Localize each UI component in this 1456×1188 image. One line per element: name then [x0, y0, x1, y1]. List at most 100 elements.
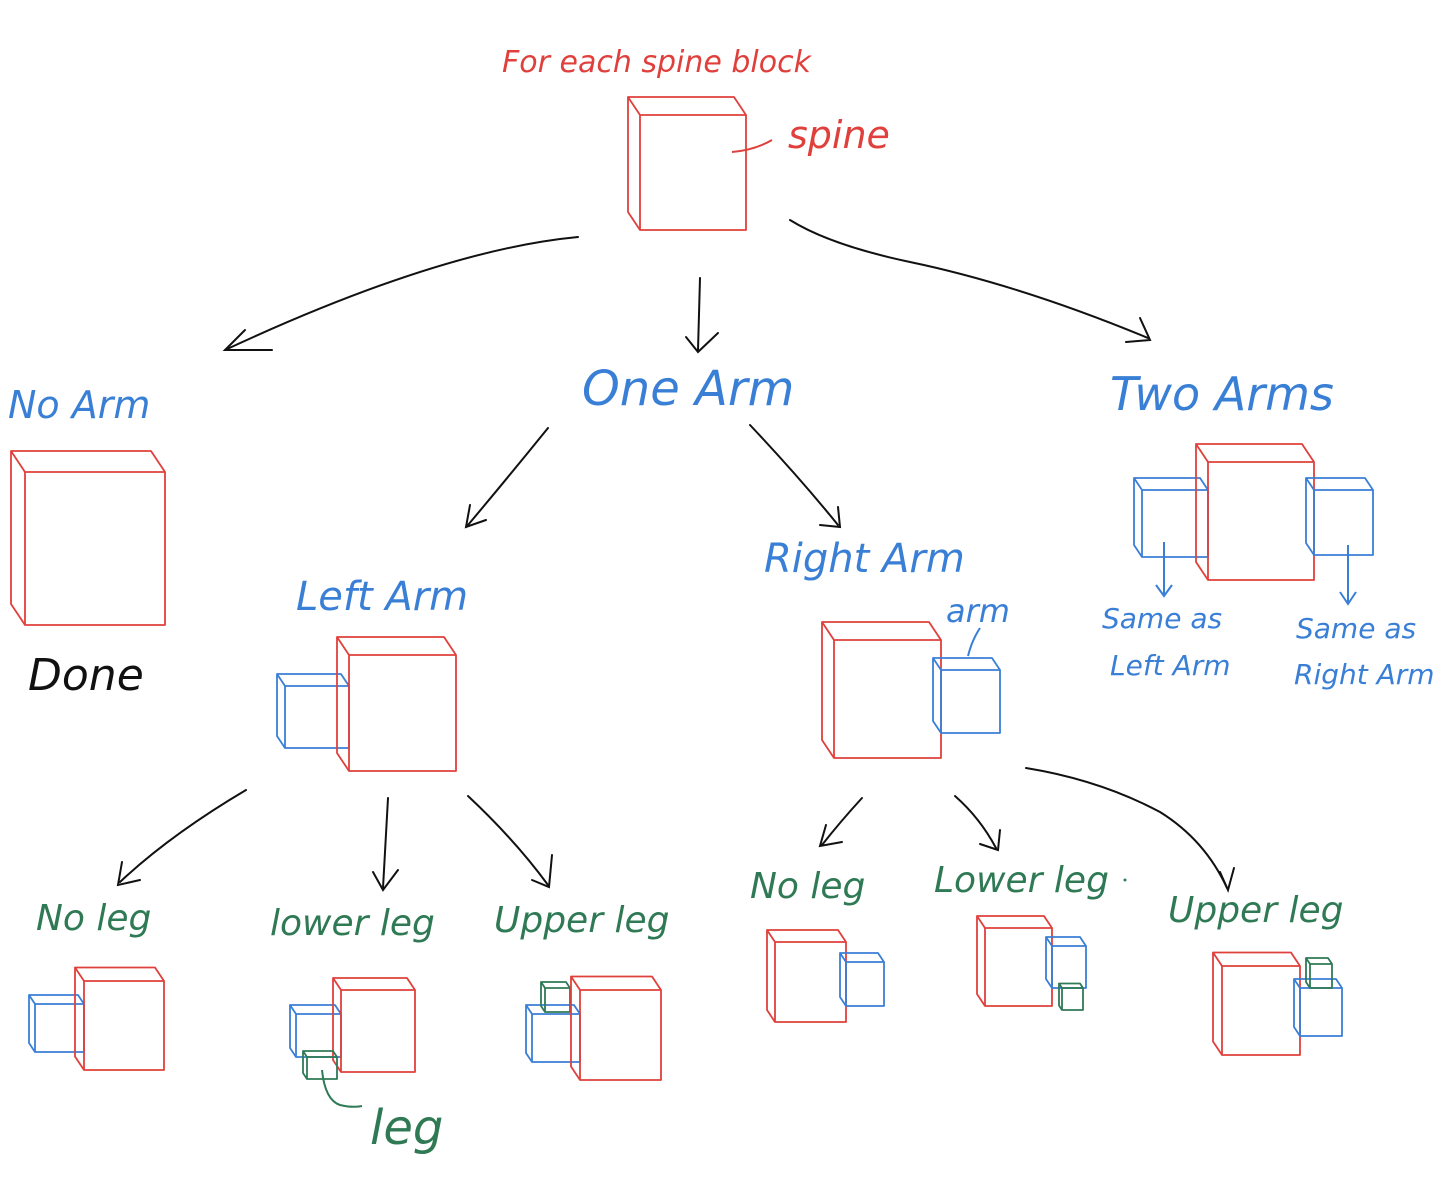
cube-front-face [306, 1056, 338, 1080]
left-no-leg-spine-block [74, 966, 165, 1071]
cube-front-face [1141, 489, 1209, 558]
left-lower-leg-leg-block [302, 1050, 338, 1080]
cube-front-face [579, 989, 662, 1081]
cube-back-edges [276, 673, 350, 749]
cube-back-edges [1133, 477, 1209, 558]
left-lower-leg-label: lower leg [270, 903, 435, 944]
cube-back-edges [525, 1004, 581, 1063]
right-upper-leg-leg-block [1305, 957, 1333, 989]
one-arm-label: One Arm [582, 361, 794, 417]
cube-back-edges [10, 450, 166, 626]
cube-front-face [984, 927, 1053, 1007]
cube-back-edges [332, 977, 416, 1073]
cube-front-face [340, 989, 416, 1073]
right-arm-spine-block [821, 621, 942, 759]
right-lower-leg-leg-block [1058, 982, 1084, 1011]
cube-front-face [845, 961, 885, 1007]
cube-front-face [940, 669, 1001, 734]
right-no-leg-spine-block [766, 929, 847, 1023]
left-no-leg-label: No leg [36, 898, 151, 939]
cube-back-edges [766, 929, 847, 1023]
cube-back-edges [289, 1004, 342, 1058]
cube-back-edges [1058, 982, 1084, 1011]
arm-label: arm [946, 592, 1010, 630]
cube-front-face [348, 654, 457, 772]
diagram-title: For each spine block [502, 45, 813, 80]
cube-back-edges [1305, 477, 1374, 556]
cube-front-face [1051, 945, 1087, 989]
right-arm-label: Right Arm [764, 536, 965, 582]
arrow-to-left-lower-leg [372, 797, 399, 892]
cube-front-face [1061, 987, 1084, 1011]
two-arms-label: Two Arms [1110, 367, 1334, 421]
arrow-to-left-arm [464, 427, 549, 529]
right-lower-leg-spine-block [976, 915, 1053, 1007]
cube-front-face [24, 471, 166, 626]
cube-back-edges [1212, 951, 1301, 1056]
arrow-to-no-arm [222, 236, 579, 351]
arrow-to-right-arm [749, 424, 842, 529]
left-upper-leg-label: Upper leg [494, 900, 669, 941]
left-arm-arm-block [276, 673, 350, 749]
cube-front-face [1309, 963, 1333, 989]
right-upper-leg-spine-block [1212, 951, 1301, 1056]
arm-pointer [967, 627, 981, 657]
right-lower-leg-arm-block [1045, 936, 1087, 989]
cube-back-edges [28, 994, 85, 1053]
cube-front-face [639, 114, 747, 231]
stray-dot [1123, 878, 1127, 882]
cube-front-face [83, 980, 165, 1071]
cube-back-edges [1293, 978, 1343, 1037]
cube-back-edges [1305, 957, 1333, 989]
leg-pointer [321, 1069, 363, 1108]
cube-back-edges [570, 975, 662, 1081]
cube-back-edges [627, 96, 747, 231]
same-as-left-line2: Left Arm [1110, 649, 1231, 682]
arrow-to-one-arm [685, 277, 719, 354]
arrow-to-two-arms [789, 219, 1152, 343]
arrow-to-right-no-leg [818, 797, 863, 848]
cube-front-face [1313, 489, 1374, 556]
two-arms-right-arm-block [1305, 477, 1374, 556]
left-upper-leg-leg-block [540, 981, 571, 1013]
leg-label: leg [370, 1100, 443, 1156]
cube-back-edges [976, 915, 1053, 1007]
no-arm-label: No Arm [8, 383, 150, 427]
left-lower-leg-spine-block [332, 977, 416, 1073]
cube-back-edges [1045, 936, 1087, 989]
cube-front-face [774, 941, 847, 1023]
arrow-to-left-upper-leg [467, 795, 553, 889]
cube-back-edges [74, 966, 165, 1071]
two-arms-right-pointer [1339, 545, 1357, 606]
spine-label: spine [788, 113, 890, 157]
cube-back-edges [1195, 443, 1315, 581]
cube-front-face [544, 987, 571, 1013]
right-no-leg-arm-block [839, 952, 885, 1007]
cube-back-edges [540, 981, 571, 1013]
same-as-left-line1: Same as [1102, 602, 1222, 635]
cube-back-edges [302, 1050, 338, 1080]
cube-front-face [1299, 987, 1343, 1037]
cube-back-edges [821, 621, 942, 759]
done-label: Done [28, 650, 144, 701]
cube-front-face [833, 639, 942, 759]
cube-back-edges [932, 657, 1001, 734]
right-upper-leg-label: Upper leg [1168, 890, 1343, 931]
left-upper-leg-spine-block [570, 975, 662, 1081]
arrow-to-right-upper-leg [1025, 767, 1235, 893]
no-arm-spine-block [10, 450, 166, 626]
cube-back-edges [336, 636, 457, 772]
cube-front-face [1221, 965, 1301, 1056]
right-arm-arm-block [932, 657, 1001, 734]
same-as-right-line2: Right Arm [1294, 658, 1435, 691]
two-arms-spine-block [1195, 443, 1315, 581]
arrow-to-left-no-leg [116, 789, 247, 887]
arrow-to-right-lower-leg [954, 795, 1001, 852]
spine-block [627, 96, 747, 231]
left-arm-spine-block [336, 636, 457, 772]
cube-front-face [531, 1013, 581, 1063]
cube-back-edges [839, 952, 885, 1007]
cube-front-face [284, 685, 350, 749]
two-arms-left-pointer [1155, 542, 1173, 598]
